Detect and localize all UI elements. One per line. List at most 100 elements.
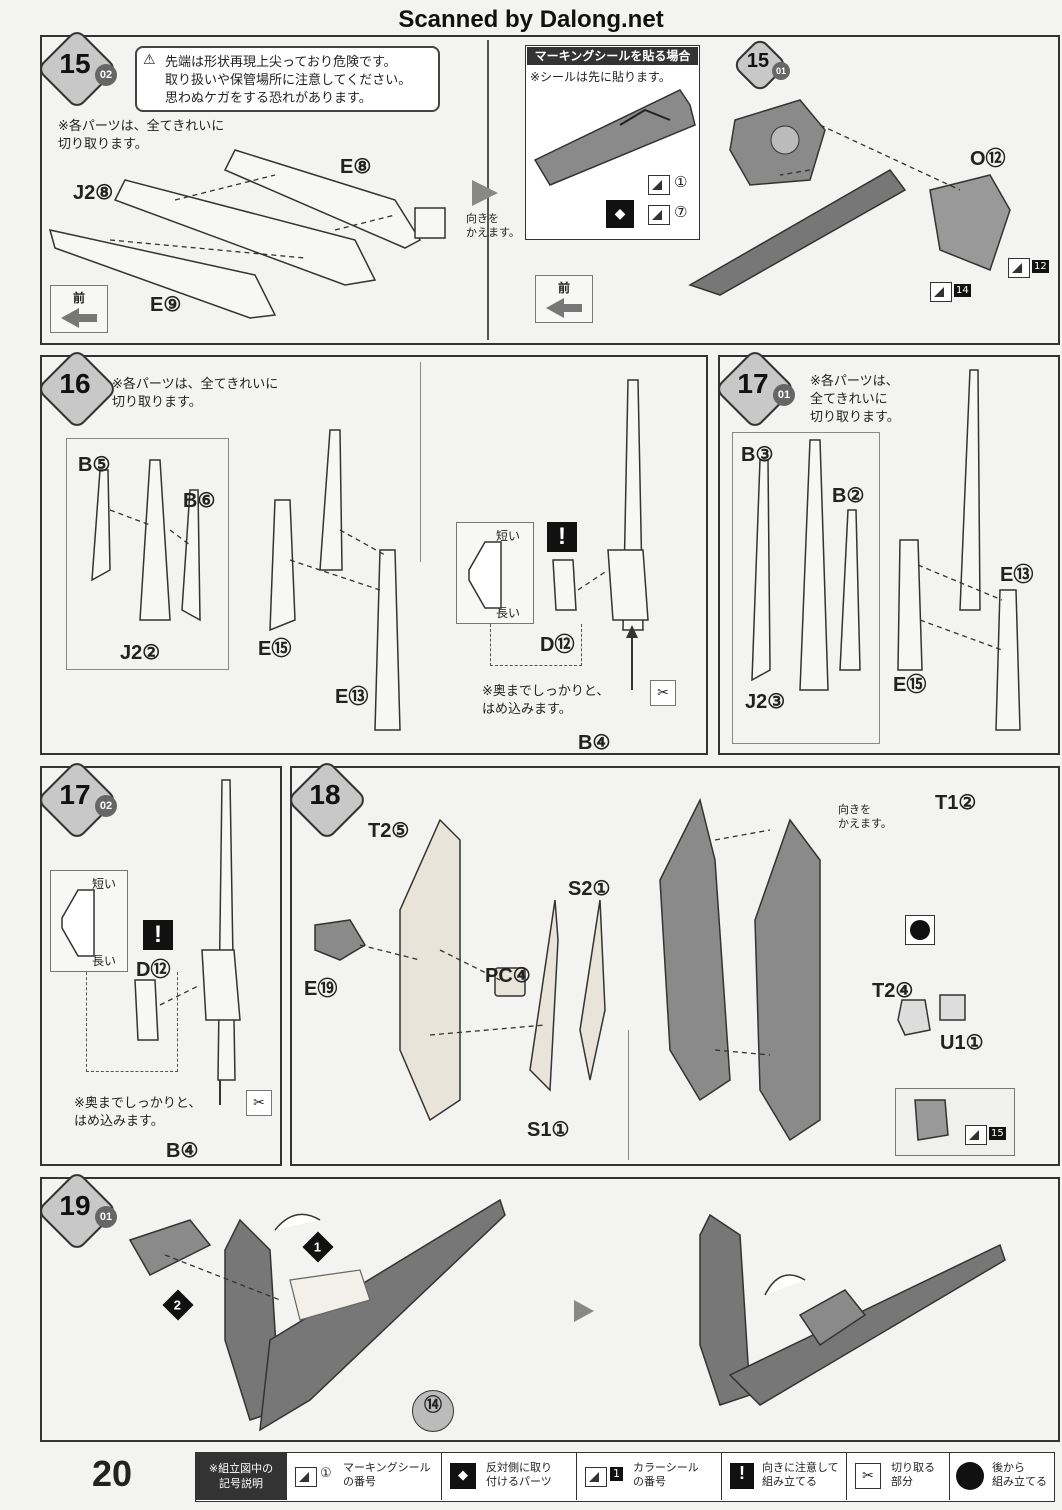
long-label: 長い: [92, 954, 117, 968]
legend-header: ※組立図中の 記号説明: [196, 1453, 286, 1500]
marking-note: ※シールは先に貼ります。: [530, 70, 671, 84]
panel-step-15: [40, 35, 1060, 345]
legend-item: ◆ 反対側に取り 付けるパーツ: [441, 1453, 576, 1500]
turn-around-note: 向きを かえます。: [466, 212, 520, 239]
callout-line: [86, 972, 178, 1072]
part-label: J2②: [120, 642, 161, 664]
step-number: 18: [309, 779, 341, 810]
legend-text: 後から 組み立てる: [992, 1461, 1047, 1488]
color-sticker-icon: [585, 1467, 607, 1487]
part-label: E⑮: [258, 638, 292, 660]
symbol-legend: ※組立図中の 記号説明 ① マーキングシール の番号 ◆ 反対側に取り 付けるパ…: [195, 1452, 1055, 1502]
color-sticker-icon: [1008, 258, 1030, 278]
warning-icon: ⚠: [143, 52, 156, 68]
legend-text: マーキングシール の番号: [343, 1461, 431, 1488]
part-label: E⑬: [1000, 564, 1034, 586]
part-label: T2⑤: [368, 820, 410, 842]
part-label: E⑨: [150, 294, 182, 316]
next-arrow-icon: [574, 1300, 594, 1322]
warning-box: 先端は形状再現上尖っており危険です。 取り扱いや保管場所に注意してください。 思…: [135, 46, 440, 112]
insert-note: ※奥までしっかりと、 はめ込みます。: [74, 1096, 202, 1129]
front-indicator: 前: [50, 285, 108, 333]
front-arrow-icon: [61, 308, 97, 328]
legend-text: 切り取る 部分: [891, 1461, 935, 1488]
marking-title: マーキングシールを貼る場合: [527, 47, 698, 65]
step-number: 16: [59, 368, 91, 399]
later-assembly-icon: [905, 915, 935, 945]
parts-group-box: [732, 432, 880, 744]
short-label: 短い: [92, 877, 117, 891]
panel-step-17-01: [718, 355, 1060, 755]
step-number: 17: [59, 779, 91, 810]
legend-text: カラーシール の番号: [633, 1461, 699, 1488]
color-sticker-icon: [965, 1125, 987, 1145]
part-label: S1①: [527, 1119, 570, 1141]
insert-note: ※奥までしっかりと、 はめ込みます。: [482, 684, 610, 717]
shield-parts-illustration: [314, 797, 821, 1142]
blade-parts-illustration: [91, 429, 401, 731]
exclamation-icon: !: [143, 920, 173, 950]
marking-part-illustration: [533, 89, 696, 186]
legend-item: ! 向きに注意して 組み立てる: [721, 1453, 846, 1500]
part-label: B③: [741, 444, 774, 466]
long-label: 長い: [496, 606, 521, 620]
exclamation-icon: !: [730, 1463, 754, 1489]
step-sub-number: 02: [95, 795, 117, 817]
part-number-badge: ⑭: [412, 1390, 454, 1432]
part-number: ⑭: [424, 1395, 442, 1415]
small-parts-illustration: [897, 994, 966, 1036]
panel-divider: [628, 1030, 629, 1160]
part-label: J2③: [745, 691, 786, 713]
part-label: B④: [578, 732, 611, 754]
front-indicator: 前: [535, 275, 593, 323]
step-number: 15: [59, 48, 91, 79]
front-arrow-icon: [546, 298, 582, 318]
legend-item: ① マーキングシール の番号: [286, 1453, 441, 1500]
sticker-number: ⑦: [674, 203, 688, 221]
part-label: S2①: [568, 878, 611, 900]
sword-completed-illustration: [552, 379, 649, 690]
step-sub-number: 01: [773, 384, 795, 406]
small-part-detail: [914, 1099, 949, 1141]
turn-around-note: 向きを かえます。: [838, 803, 892, 830]
front-label: 前: [72, 291, 85, 305]
cut-note: ※各パーツは、全てきれいに 切り取ります。: [112, 377, 279, 410]
step-sub-number: 01: [772, 62, 790, 80]
parts-group-box: [66, 438, 229, 670]
orientation-part-illustration: [61, 889, 95, 957]
part-label: B④: [166, 1140, 199, 1162]
legend-item: 1 カラーシール の番号: [576, 1453, 721, 1500]
weapon-parts-illustration: [48, 149, 446, 319]
cut-icon: ✂: [650, 680, 676, 706]
panel-step-18: [290, 766, 1060, 1166]
front-label: 前: [557, 281, 570, 295]
sticker-icon: [648, 175, 670, 195]
opposite-side-icon: ◆: [606, 200, 634, 228]
part-label: E⑧: [340, 156, 372, 178]
color-sticker-number: 15: [989, 1127, 1006, 1140]
short-label: 短い: [496, 529, 521, 543]
part-label: J2⑧: [73, 182, 114, 204]
step-number: 19: [59, 1190, 91, 1221]
opposite-side-icon: ◆: [450, 1463, 476, 1489]
panel-step-17-02: [40, 766, 282, 1166]
cut-icon: ✂: [855, 1463, 881, 1489]
panel-step-19: [40, 1177, 1060, 1442]
part-label: B②: [832, 485, 865, 507]
sequence-2-number: 2: [174, 1297, 182, 1313]
color-sticker-number: 14: [954, 284, 971, 297]
part-label: O⑫: [970, 148, 1006, 170]
legend-text: 反対側に取り 付けるパーツ: [486, 1461, 552, 1488]
step-number: 17: [737, 368, 769, 399]
legend-item: ✂ 切り取る 部分: [846, 1453, 949, 1500]
sword-completed-illustration: [134, 779, 241, 1105]
part-label: D⑫: [540, 634, 575, 656]
later-assembly-icon: [956, 1462, 984, 1490]
blade-parts-illustration: [751, 369, 1021, 731]
part-label: D⑫: [136, 959, 171, 981]
part-label: T2④: [872, 980, 914, 1002]
panel-divider: [420, 362, 421, 562]
sticker-icon: [295, 1467, 317, 1487]
exclamation-icon: !: [547, 522, 577, 552]
step-sub-number: 02: [95, 64, 117, 86]
